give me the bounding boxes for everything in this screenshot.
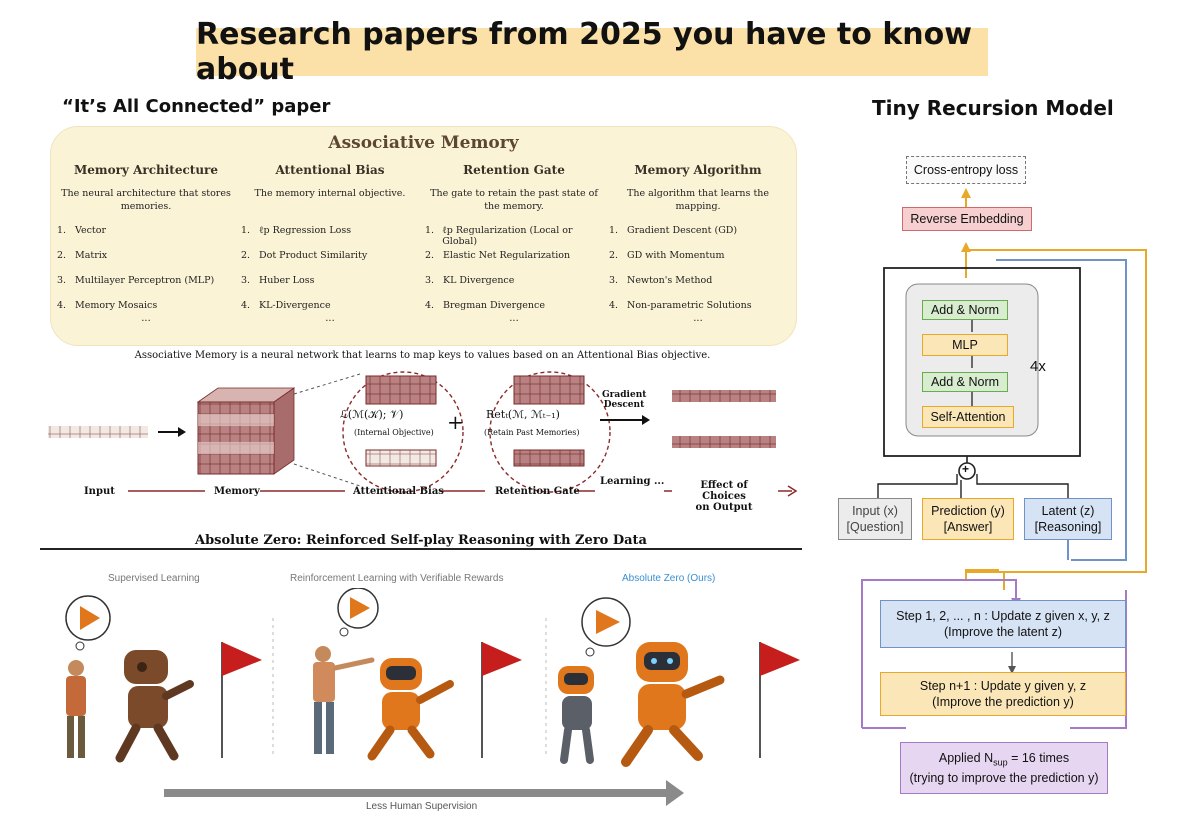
list-item: 2.Dot Product Similarity	[241, 250, 368, 261]
retention-label: (Retain Past Memories)	[484, 428, 580, 437]
column-heading: Attentional Bias	[275, 163, 385, 177]
ellipsis: ...	[325, 313, 335, 324]
internal-objective-circle	[342, 371, 464, 493]
list-item: 1.Gradient Descent (GD)	[609, 225, 738, 236]
flow-input: Input	[84, 486, 115, 497]
list-item: 1.Vector	[57, 225, 107, 236]
human-figure	[66, 660, 86, 758]
flag	[759, 642, 800, 758]
list-item: 4.KL-Divergence	[241, 300, 331, 311]
memory-algorithm-column: Memory Algorithm The algorithm that lear…	[609, 163, 787, 324]
input-vector	[48, 426, 148, 438]
memory-cube	[196, 387, 296, 475]
flow-attentional-bias: Attentional Bias	[353, 486, 444, 497]
list-item: 3.Newton's Method	[609, 275, 713, 286]
ellipsis: ...	[693, 313, 703, 324]
panel-label-supervised: Supervised Learning	[108, 573, 200, 584]
list-item: 4.Non-parametric Solutions	[609, 300, 752, 311]
list-item: 3.KL Divergence	[425, 275, 515, 286]
ellipsis: ...	[141, 313, 151, 324]
reverse-embedding-box: Reverse Embedding	[902, 207, 1032, 231]
attentional-bias-column: Attentional Bias The memory internal obj…	[241, 163, 419, 324]
plus-sign: +	[447, 410, 464, 434]
step-update-z-box: Step 1, 2, ... , n : Update z given x, y…	[880, 600, 1126, 648]
memory-flow-diagram	[48, 371, 798, 497]
output-strip	[672, 390, 776, 402]
thought-bubble	[337, 588, 379, 637]
sum-plus: +	[962, 462, 970, 476]
flag	[221, 642, 262, 758]
list-item: 1.ℓp Regularization (Local or Global)	[425, 225, 573, 247]
retention-formula: Retₜ(ℳ, ℳₜ₋₁)	[486, 408, 560, 421]
column-heading: Memory Architecture	[73, 163, 219, 177]
latent-z-box: Latent (z)[Reasoning]	[1024, 498, 1112, 540]
supervision-arrow	[164, 789, 670, 797]
list-item: 4.Memory Mosaics	[57, 300, 158, 311]
flow-learning: Learning ...	[600, 476, 665, 487]
robot-small	[558, 666, 594, 764]
add-norm-box: Add & Norm	[922, 372, 1008, 392]
list-item: 3.Huber Loss	[241, 275, 315, 286]
output-strip	[672, 436, 776, 448]
input-x-box: Input (x)[Question]	[838, 498, 912, 540]
ellipsis: ...	[509, 313, 519, 324]
absolute-zero-title: Absolute Zero: Reinforced Self-play Reas…	[195, 533, 647, 548]
flow-retention-gate: Retention Gate	[495, 486, 580, 497]
repeat-label: 4x	[1030, 358, 1046, 375]
thought-bubble	[65, 595, 111, 651]
column-description: The neural architecture that stores memo…	[61, 188, 231, 212]
divider	[40, 548, 802, 550]
flag	[481, 642, 522, 758]
trm-diagram-lines	[861, 188, 1147, 729]
memory-architecture-column: Memory Architecture The neural architect…	[57, 163, 235, 324]
list-item: 2.Elastic Net Regularization	[425, 250, 571, 261]
thought-bubble	[581, 597, 631, 657]
retention-circle	[489, 371, 611, 493]
list-item: 1.ℓp Regression Loss	[241, 225, 352, 236]
prediction-y-box: Prediction (y)[Answer]	[922, 498, 1014, 540]
list-item: 2.GD with Momentum	[609, 250, 725, 261]
absolute-zero-illustration	[65, 588, 800, 806]
trm-title: Tiny Recursion Model	[872, 96, 1114, 120]
transformer-frame	[883, 267, 1081, 457]
applied-nsup-box: Applied Nsup = 16 times (trying to impro…	[900, 742, 1108, 794]
column-description: The gate to retain the past state of the…	[430, 188, 598, 212]
list-item: 4.Bregman Divergence	[425, 300, 545, 311]
list-item: 3.Multilayer Perceptron (MLP)	[57, 275, 215, 286]
list-item: 2.Matrix	[57, 250, 108, 261]
add-norm-box: Add & Norm	[922, 300, 1008, 320]
robot-brown	[115, 650, 194, 763]
column-description: The memory internal objective.	[254, 188, 406, 199]
supervision-arrow-label: Less Human Supervision	[366, 801, 478, 812]
panel-label-rlvr: Reinforcement Learning with Verifiable R…	[290, 573, 504, 584]
associative-memory-caption: Associative Memory is a neural network t…	[134, 350, 711, 361]
loss-label: (Internal Objective)	[354, 428, 434, 437]
robot-large	[621, 642, 725, 767]
associative-memory-panel: Associative Memory Memory Architecture T…	[50, 126, 797, 346]
retention-gate-column: Retention Gate The gate to retain the pa…	[425, 163, 603, 324]
panel-label-absolute-zero: Absolute Zero (Ours)	[622, 573, 716, 584]
human-figure	[313, 646, 375, 754]
robot-orange	[367, 658, 454, 761]
self-attention-box: Self-Attention	[922, 406, 1014, 428]
flow-memory: Memory	[214, 486, 260, 497]
loss-formula: ℒ(ℳ(𝒦); 𝒱)	[340, 408, 404, 421]
associative-memory-title: Associative Memory	[328, 133, 519, 153]
left-paper-title: “It’s All Connected” paper	[62, 96, 331, 117]
cross-entropy-box: Cross-entropy loss	[906, 156, 1026, 184]
mlp-box: MLP	[922, 334, 1008, 356]
column-heading: Retention Gate	[463, 163, 565, 177]
column-heading: Memory Algorithm	[634, 163, 762, 177]
step-update-y-box: Step n+1 : Update y given y, z(Improve t…	[880, 672, 1126, 716]
main-title: Research papers from 2025 you have to kn…	[196, 17, 988, 87]
column-description: The algorithm that learns the mapping.	[626, 188, 770, 212]
